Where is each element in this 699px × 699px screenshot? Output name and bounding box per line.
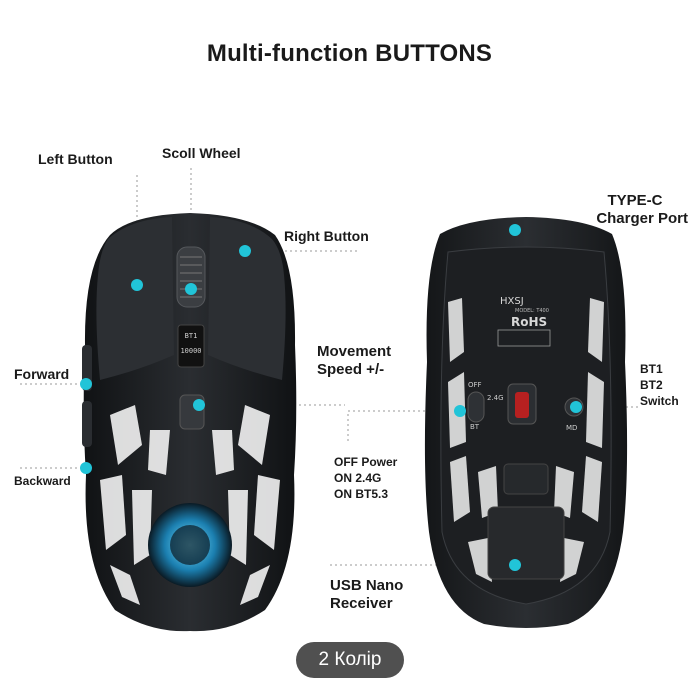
label-off-power-line1: OFF Power [334, 455, 398, 469]
label-right-button: Right Button [284, 228, 369, 244]
label-movement-speed-line1: Movement [317, 343, 392, 360]
label-bt-switch: BT1 BT2 Switch [640, 361, 679, 409]
label-left-button: Left Button [38, 151, 113, 167]
model-text: MODEL: T400 [515, 308, 549, 314]
label-off-power-line3: ON BT5.3 [334, 487, 389, 501]
label-off-power-line2: ON 2.4G [334, 471, 382, 485]
mouse-bottom-view: HXSJ MODEL: T400 RoHS OFF 2.4G BT MD [424, 217, 628, 628]
label-off-power: OFF Power ON 2.4G ON BT5.3 [334, 454, 397, 502]
dpi-display-line1: BT1 [185, 332, 198, 340]
label-type-c-line1: TYPE-C [607, 192, 663, 209]
label-forward: Forward [14, 366, 70, 382]
label-type-c: TYPE-C Charger Port [582, 192, 688, 228]
page-title: Multi-function BUTTONS [206, 40, 493, 67]
switch-md-text: MD [566, 424, 577, 432]
mouse-top-view: BT1 10000 [80, 213, 297, 632]
rohs-text: RoHS [511, 315, 547, 329]
label-backward: Backward [14, 474, 71, 488]
label-usb-nano: USB Nano Receiver [330, 577, 403, 613]
dpi-display-line2: 10000 [180, 347, 201, 355]
label-scroll-wheel: Scoll Wheel [162, 145, 241, 161]
label-bt-switch-line1: BT1 [640, 362, 663, 376]
label-movement-speed-line2: Speed +/- [317, 361, 385, 378]
brand-logo-text: HXSJ [500, 296, 524, 307]
color-count-badge[interactable]: 2 Колір [296, 642, 404, 678]
label-bt-switch-line3: Switch [640, 394, 679, 408]
label-movement-speed: Movement Speed +/- [317, 343, 391, 379]
label-usb-nano-line2: Receiver [330, 595, 393, 612]
label-type-c-line2: Charger Port [596, 210, 688, 227]
switch-off-text: OFF [468, 381, 482, 389]
switch-24g-text: 2.4G [487, 394, 504, 402]
switch-bt-text: BT [470, 423, 480, 431]
label-usb-nano-line1: USB Nano [330, 577, 404, 594]
label-bt-switch-line2: BT2 [640, 378, 663, 392]
